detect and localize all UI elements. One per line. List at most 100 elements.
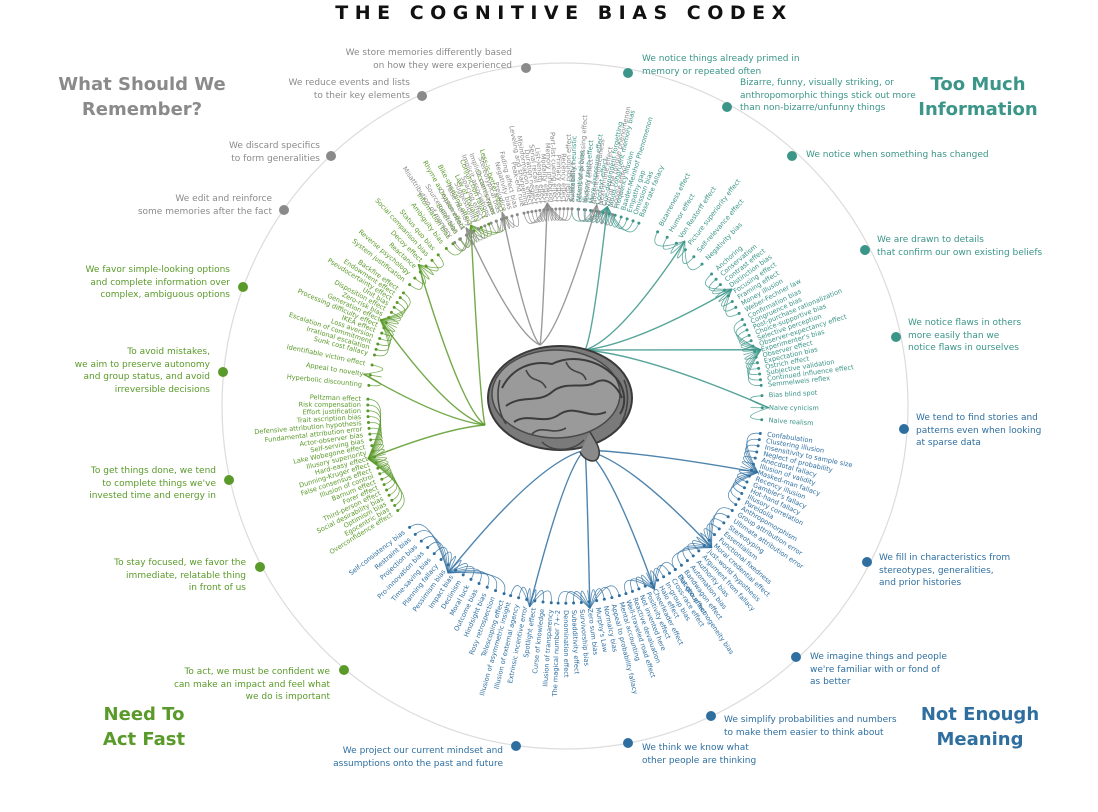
branch-line [546,202,557,221]
branch-line [527,202,548,224]
subcategory-dot-s14 [224,475,234,485]
branch-tip-dot [656,578,660,582]
branch-tip-dot [610,596,614,600]
branch-line [723,288,737,312]
branch-line [380,302,406,321]
branch-tip-dot [590,209,594,213]
branch-line [589,588,605,609]
branch-line [447,563,468,576]
branch-trunk-gray-1 [501,211,541,346]
branch-line [546,202,550,222]
branch-tip-dot [418,270,422,274]
branch-line [418,260,439,272]
branch-line [367,458,389,469]
branch-line [624,579,655,594]
branch-line [740,340,762,351]
branch-line [535,202,548,223]
branch-line [501,211,515,228]
branch-line [367,438,384,460]
subcategory-dot-s17 [279,205,289,215]
branch-tip-dot [485,585,489,589]
branch-line [710,512,729,548]
branch-line [367,457,387,464]
branch-tip-dot [398,296,402,300]
branch-tip-dot [419,539,423,543]
branch-tip-dot [432,552,436,556]
branch-tip-dot [665,235,669,239]
branch-tip-dot [755,361,759,365]
branch-tip-dot [730,299,734,303]
branch-tip-dot [737,311,741,315]
bias-label: The magical number 7+-2 [551,610,562,698]
branch-tip-dot [454,568,458,572]
branch-tip-dot [679,563,683,567]
branch-tip-dot [367,383,371,387]
branch-tip-dot [572,601,576,605]
branch-line [460,227,470,248]
branch-tip-dot [730,509,734,513]
branch-tip-dot [637,587,641,591]
branch-trunk-teal-4 [584,349,770,409]
branch-line [529,590,552,608]
branch-line [677,546,712,566]
branch-tip-dot [385,488,389,492]
branch-line [746,349,762,375]
bias-label: Memory inhibition [543,143,555,203]
subcategory-label-s19: We reduce events and lists to their key … [288,78,410,101]
branch-tip-dot [749,339,753,343]
branch-tip-dot [595,599,599,603]
branch-tip-dot [726,515,730,519]
branch-trunk-green-3 [417,264,486,426]
subcategory-label-s13: To stay focused, we favor the immediate,… [114,558,246,593]
subcategory-dot-s12 [339,665,349,675]
branch-line [470,218,506,233]
bias-label: Suffix effect [568,162,577,202]
subcategory-dot-s6 [899,424,909,434]
branch-line [501,211,520,227]
branch-tip-dot [685,559,689,563]
branch-trunk-blue-3 [584,449,591,609]
branch-tip-dot [630,589,634,593]
branch-line [745,349,762,365]
branch-line [607,206,634,231]
branch-tip-dot [510,214,514,218]
branch-tip-dot [740,318,744,322]
branch-line [720,288,733,307]
bias-label: Denomination effect [562,610,570,678]
branch-line [684,240,703,271]
branch-line [421,536,449,574]
branch-line [465,227,474,245]
branch-tip-dot [378,337,382,341]
branch-tip-dot [757,438,761,442]
branch-tip-dot [526,210,530,214]
branch-tip-dot [376,466,380,470]
branch-tip-dot [366,397,370,401]
branch-line [589,589,598,609]
branch-line [745,444,759,473]
branch-tip-dot [534,209,538,213]
branch-line [546,202,561,221]
branch-line [682,545,712,561]
branch-line [529,589,537,608]
branch-tip-dot [413,532,417,536]
branch-trunk-teal-2 [584,288,733,351]
branch-tip-dot [737,497,741,501]
branch-line [706,523,720,548]
branch-tip-dot [587,600,591,604]
branch-tip-dot [426,546,430,550]
branch-line [578,204,598,222]
branch-tip-dot [624,592,628,596]
branch-line [711,507,733,548]
branch-trunk-blue-4 [528,449,586,608]
branch-line [470,224,486,239]
bias-label: Naive cynicism [769,404,819,412]
branch-line [584,204,598,222]
bias-label: Effort justification [302,407,361,416]
branch-tip-dot [368,432,372,436]
branch-tip-dot [502,592,506,596]
branch-line [583,206,608,223]
branch-trunk-blue-1 [584,449,713,549]
subcategory-label-s9: We simplify probabilities and numbers to… [724,715,897,738]
branch-line [577,206,608,222]
